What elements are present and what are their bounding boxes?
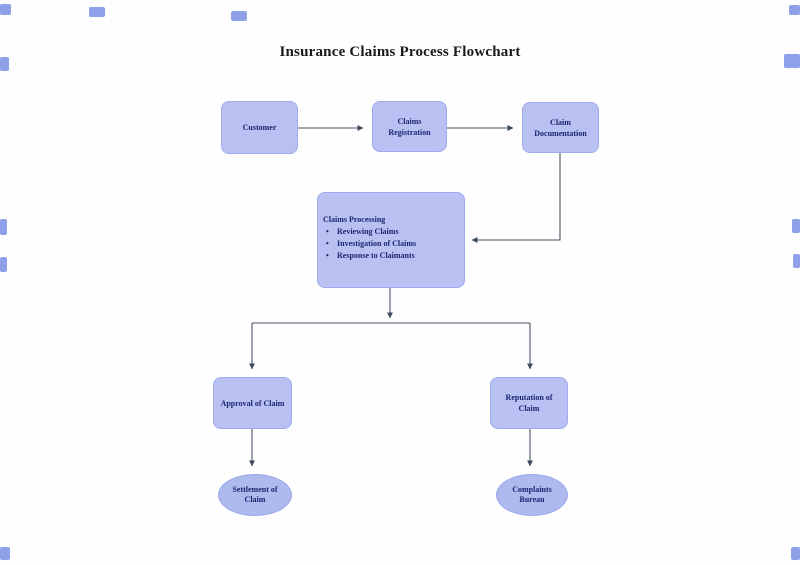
list-item-label: Investigation of Claims <box>337 239 417 248</box>
node-reputation-label: Reputation of Claim <box>505 393 553 413</box>
neighbor-thumbnail-fragment <box>0 547 10 560</box>
node-claims-processing: Claims Processing • Reviewing Claims • I… <box>317 192 465 288</box>
node-approval-of-claim: Approval of Claim <box>213 377 292 429</box>
node-claims-registration-label: Claims Registration <box>388 116 431 137</box>
neighbor-thumbnail-fragment <box>784 54 800 68</box>
neighbor-thumbnail-fragment <box>0 257 7 272</box>
bullet-icon: • <box>326 239 329 248</box>
neighbor-thumbnail-fragment <box>793 254 800 268</box>
claims-processing-title: Claims Processing <box>323 215 386 224</box>
list-item-label: Reviewing Claims <box>337 227 399 236</box>
neighbor-thumbnail-fragment <box>0 57 9 71</box>
node-reputation-of-claim: Reputation of Claim <box>490 377 568 429</box>
node-claim-documentation-label: Claim Documentation <box>534 117 587 138</box>
neighbor-thumbnail-fragment <box>89 7 105 17</box>
node-claim-documentation: Claim Documentation <box>522 102 599 153</box>
bullet-icon: • <box>326 251 329 260</box>
terminator-settlement-label: Settlement of Claim <box>232 485 278 504</box>
page-title: Insurance Claims Process Flowchart <box>279 44 521 60</box>
neighbor-thumbnail-fragment <box>789 5 800 15</box>
terminator-complaints-bureau: Complaints Bureau <box>496 474 568 516</box>
terminator-complaints-label: Complaints Bureau <box>512 485 552 504</box>
claims-processing-list: • Reviewing Claims • Investigation of Cl… <box>323 226 460 262</box>
node-customer-label: Customer <box>242 123 277 132</box>
node-claims-registration: Claims Registration <box>372 101 447 152</box>
arrow-documentation-to-processing <box>471 153 561 244</box>
list-item: • Response to Claimants <box>323 250 460 262</box>
list-item-label: Response to Claimants <box>337 251 415 260</box>
node-approval-label: Approval of Claim <box>220 398 285 408</box>
list-item: • Reviewing Claims <box>323 226 460 238</box>
neighbor-thumbnail-fragment <box>0 4 11 15</box>
neighbor-thumbnail-fragment <box>791 547 800 560</box>
neighbor-thumbnail-fragment <box>231 11 247 21</box>
list-item: • Investigation of Claims <box>323 238 460 250</box>
terminator-settlement-of-claim: Settlement of Claim <box>218 474 292 516</box>
neighbor-thumbnail-fragment <box>792 219 800 233</box>
node-customer: Customer <box>221 101 298 154</box>
neighbor-thumbnail-fragment <box>0 219 7 235</box>
bullet-icon: • <box>326 227 329 236</box>
